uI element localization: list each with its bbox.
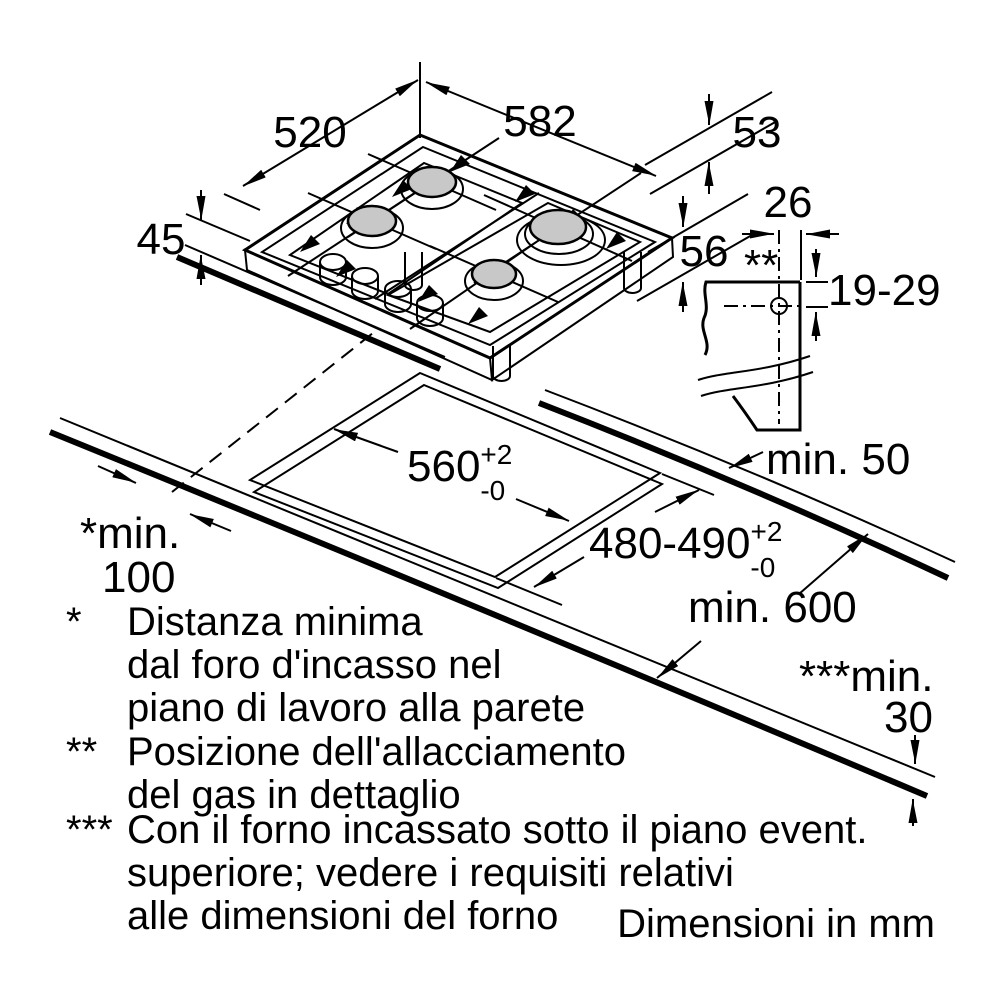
dim-body-height: 56 — [680, 227, 729, 276]
dim-gas-offset: 26 — [764, 178, 813, 227]
dim-hob-height: 45 — [137, 215, 186, 264]
footnote-1-line-1: Distanza minima — [127, 600, 423, 644]
dim-hob-depth: 520 — [273, 108, 346, 157]
hob-feet — [404, 252, 642, 382]
dim-min-under-value: 30 — [884, 693, 933, 742]
dim-min-wall-label: *min. — [80, 509, 180, 558]
worktop-drawing — [48, 244, 956, 799]
dim-min-under-label: ***min. — [799, 652, 934, 701]
hob-drawing — [241, 133, 676, 382]
cutout-width-value: 560 — [407, 442, 480, 491]
dim-hob-width: 582 — [503, 97, 576, 146]
gas-connection-detail — [697, 230, 814, 432]
footnote-2-marker: ** — [66, 730, 97, 774]
footnote-3-line-1: Con il forno incassato sotto il piano ev… — [127, 808, 867, 852]
footnote-2-line-1: Posizione dell'allacciamento — [127, 730, 626, 774]
dim-min-worktop-depth: min. 600 — [688, 583, 857, 632]
footnote-2-line-2: del gas in dettaglio — [127, 773, 461, 817]
dim-min-wall-value: 100 — [102, 553, 175, 602]
footnote-1-line-3: piano di lavoro alla parete — [127, 686, 585, 730]
units-note: Dimensioni in mm — [617, 902, 935, 946]
dim-gas-vertical-range: 19-29 — [828, 266, 941, 315]
burner-front — [464, 258, 524, 301]
dim-cutout-width: 560+2 -0 — [407, 439, 512, 506]
cutout-depth-tol-plus: +2 — [750, 516, 782, 547]
dimension-lines — [97, 62, 920, 826]
cutout-depth-value: 480-490 — [589, 519, 750, 568]
footnote-3-line-2: superiore; vedere i requisiti relativi — [127, 851, 734, 895]
footnotes: * Distanza minima dal foro d'incasso nel… — [66, 600, 867, 938]
cutout-width-tol-minus: -0 — [480, 475, 505, 506]
footnote-3-marker: *** — [66, 808, 113, 852]
dim-edge-offset: 53 — [733, 108, 782, 157]
cutout-depth-tol-minus: -0 — [750, 552, 775, 583]
burner-wok — [516, 208, 606, 266]
footnote-1-line-2: dal foro d'incasso nel — [127, 643, 502, 687]
footnote-1-marker: * — [66, 600, 82, 644]
dim-min-rear-clearance: min. 50 — [766, 435, 910, 484]
footnote-3-line-3: alle dimensioni del forno — [127, 894, 558, 938]
gas-marker-asterisks: ** — [744, 241, 778, 290]
dim-cutout-depth: 480-490+2 -0 — [589, 516, 782, 583]
cutout-width-tol-plus: +2 — [480, 439, 512, 470]
burner-left — [340, 204, 404, 249]
